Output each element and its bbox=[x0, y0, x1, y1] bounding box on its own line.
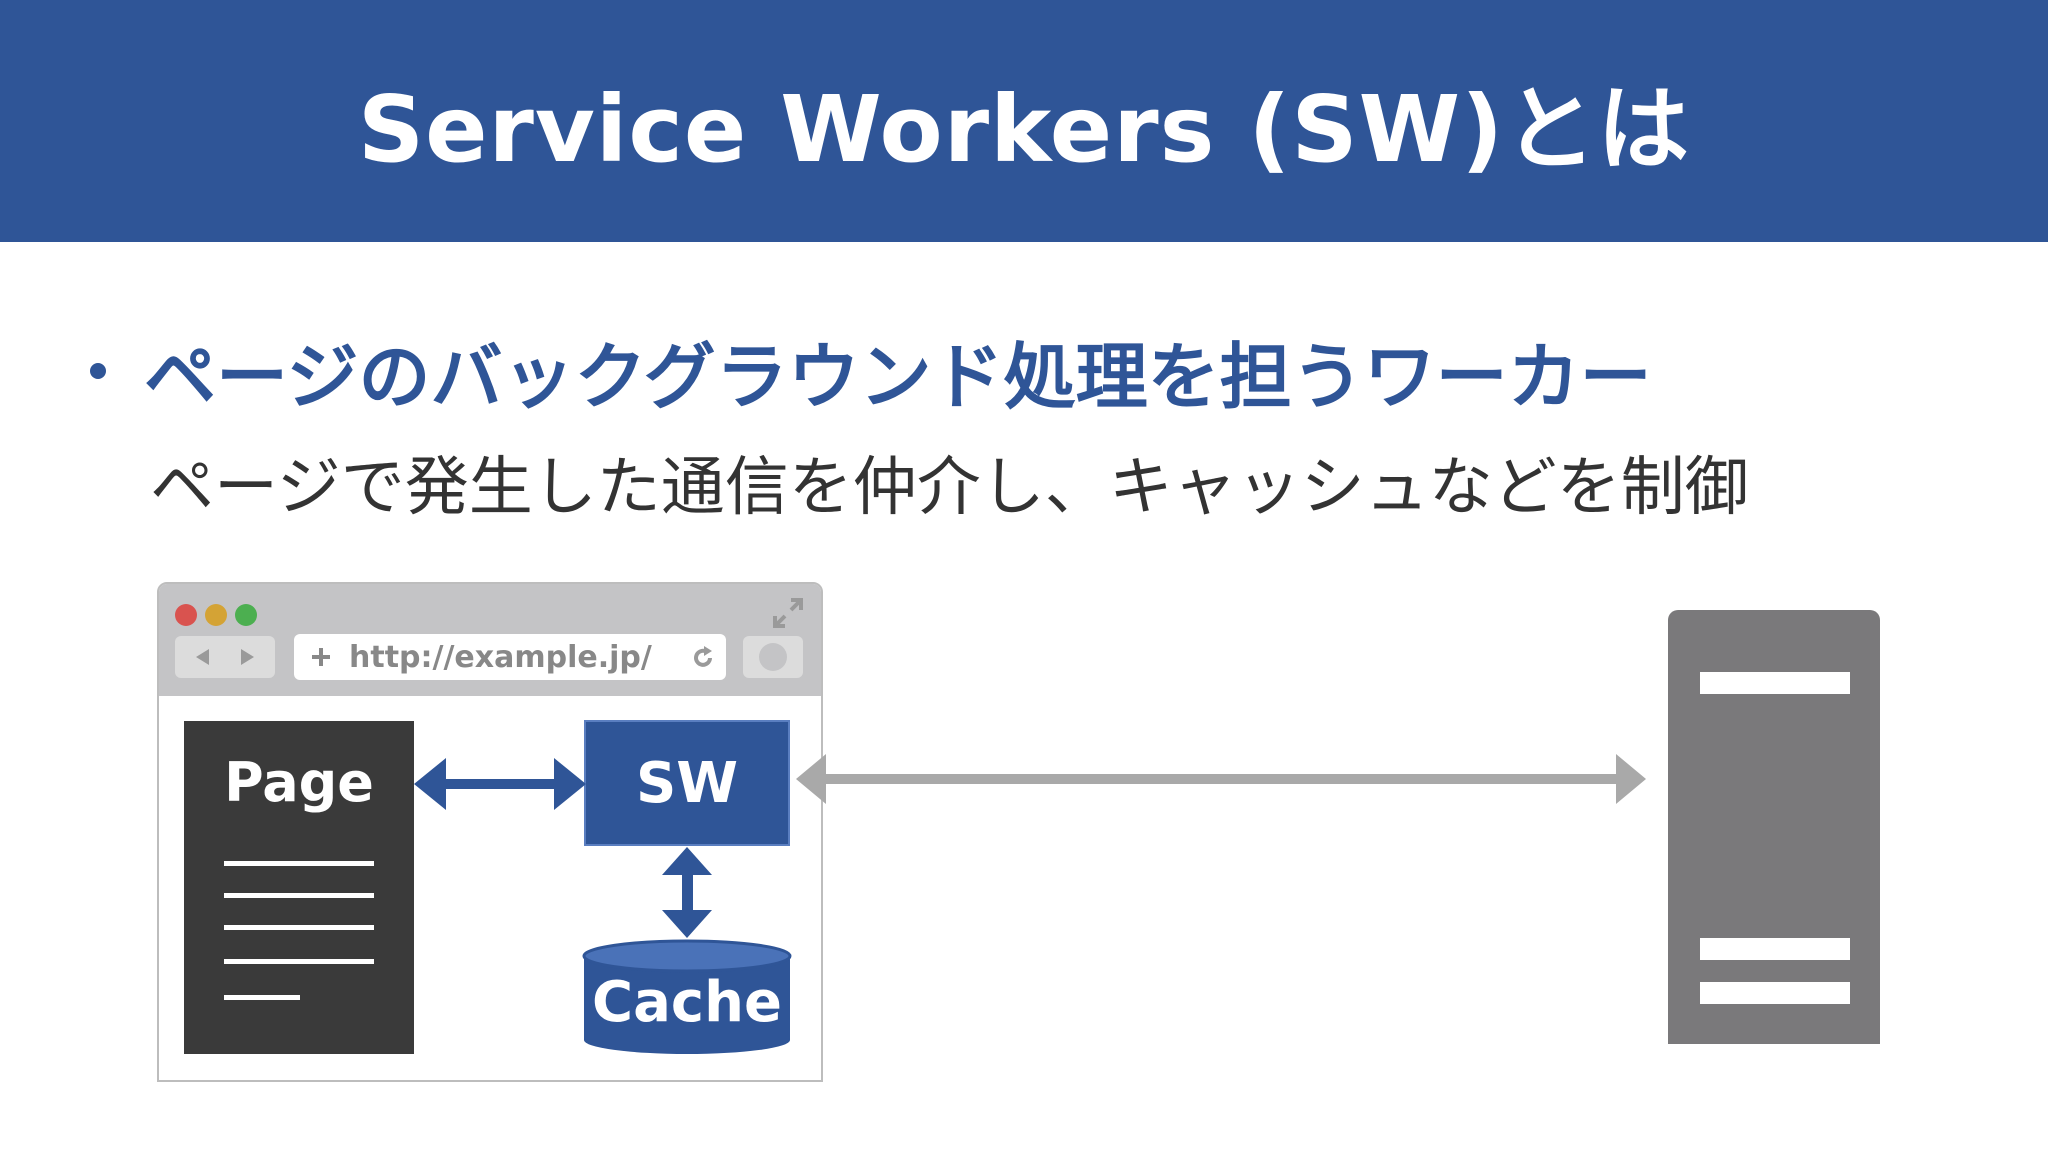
sw-cache-arrow bbox=[662, 847, 712, 938]
cache-cylinder bbox=[582, 939, 792, 1054]
slide-title: Service Workers (SW)とは bbox=[357, 75, 1691, 183]
minimize-light-icon bbox=[205, 604, 227, 626]
network-arrow bbox=[796, 754, 1646, 804]
maximize-light-icon bbox=[235, 604, 257, 626]
text-line bbox=[224, 925, 374, 930]
menu-button bbox=[743, 636, 803, 678]
text-line bbox=[224, 995, 300, 1000]
text-line bbox=[224, 959, 374, 964]
cache-label: Cache bbox=[592, 970, 782, 1035]
sw-block: SW bbox=[584, 720, 790, 846]
reload-icon bbox=[694, 646, 712, 667]
text-line bbox=[224, 893, 374, 898]
nav-buttons bbox=[175, 636, 275, 678]
browser-toolbar: http://example.jp/ bbox=[159, 584, 821, 696]
page-label: Page bbox=[224, 751, 374, 814]
forward-arrow-icon bbox=[241, 649, 254, 665]
server-slot bbox=[1700, 938, 1850, 960]
page-block: Page bbox=[184, 721, 414, 1054]
circle-icon bbox=[759, 643, 787, 671]
sw-label: SW bbox=[635, 750, 739, 816]
bullet-dot-icon bbox=[90, 362, 106, 379]
close-light-icon bbox=[175, 604, 197, 626]
url-text: http://example.jp/ bbox=[349, 640, 652, 675]
text-line bbox=[224, 861, 374, 866]
back-arrow-icon bbox=[196, 649, 209, 665]
title-bar: Service Workers (SW)とは bbox=[0, 0, 2048, 242]
plus-icon bbox=[312, 648, 330, 666]
server-slot bbox=[1700, 672, 1850, 694]
page-sw-arrow bbox=[414, 758, 586, 810]
expand-icon bbox=[773, 598, 803, 628]
bullet-description: ページで発生した通信を仲介し、キャッシュなどを制御 bbox=[150, 451, 1749, 525]
server-slot bbox=[1700, 982, 1850, 1004]
bullet-heading: ページのバックグラウンド処理を担うワーカー bbox=[144, 335, 1652, 419]
address-bar: http://example.jp/ bbox=[294, 634, 726, 680]
bullet-point: ページのバックグラウンド処理を担うワーカー bbox=[90, 318, 1652, 423]
server-icon bbox=[1668, 610, 1880, 1044]
